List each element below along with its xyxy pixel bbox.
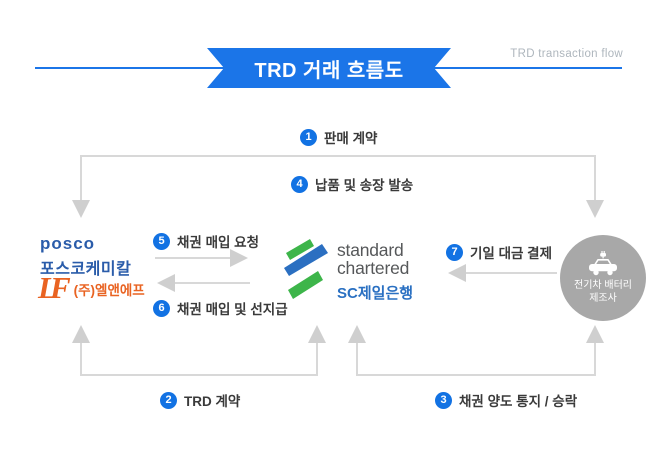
header-subtitle: TRD transaction flow — [510, 48, 623, 60]
step-number-badge: 6 — [153, 299, 170, 317]
step-label-assignment-notice: 3 채권 양도 통지 / 승락 — [435, 390, 577, 410]
lnf-company-name: (주)엘앤에프 — [73, 282, 145, 298]
sc-trustmark-icon — [284, 239, 328, 299]
supplier-posco-logo: posco 포스코케미칼 — [40, 235, 131, 279]
step-label-delivery-invoice: 4 납품 및 송장 발송 — [291, 174, 413, 194]
supplier-lnf-logo: LF (주)엘앤에프 — [38, 270, 145, 305]
step-label-due-date-payment: 7 기일 대금 결제 — [446, 242, 552, 262]
lnf-monogram: LF — [38, 270, 71, 305]
page-title: TRD 거래 흐름도 — [254, 59, 404, 82]
bank-standard-chartered-logo: standard chartered SC제일은행 — [284, 238, 413, 303]
electric-car-icon — [589, 250, 617, 275]
step-label-sales-contract: 1 판매 계약 — [300, 127, 377, 147]
title-ribbon: TRD 거래 흐름도 — [207, 48, 451, 88]
step-number-badge: 3 — [435, 391, 452, 409]
posco-wordmark: posco — [40, 234, 96, 253]
posco-company-name: 포스코케미칼 — [40, 261, 132, 278]
step-label-trd-contract: 2 TRD 계약 — [160, 390, 240, 410]
bank-korean-name: SC제일은행 — [337, 284, 414, 302]
buyer-ev-battery-maker: 전기차 배터리 제조사 — [560, 235, 646, 321]
step-number-badge: 2 — [160, 391, 177, 409]
bank-wordmark: standard chartered SC제일은행 — [337, 240, 414, 302]
buyer-name: 전기차 배터리 제조사 — [574, 279, 632, 305]
step-number-badge: 4 — [291, 175, 308, 193]
step-number-badge: 7 — [446, 243, 463, 261]
step-label-purchase-and-advance: 6 채권 매입 및 선지급 — [153, 298, 288, 318]
step-number-badge: 1 — [300, 128, 317, 146]
step-number-badge: 5 — [153, 232, 170, 250]
step-label-receivable-purchase-request: 5 채권 매입 요청 — [153, 231, 259, 251]
